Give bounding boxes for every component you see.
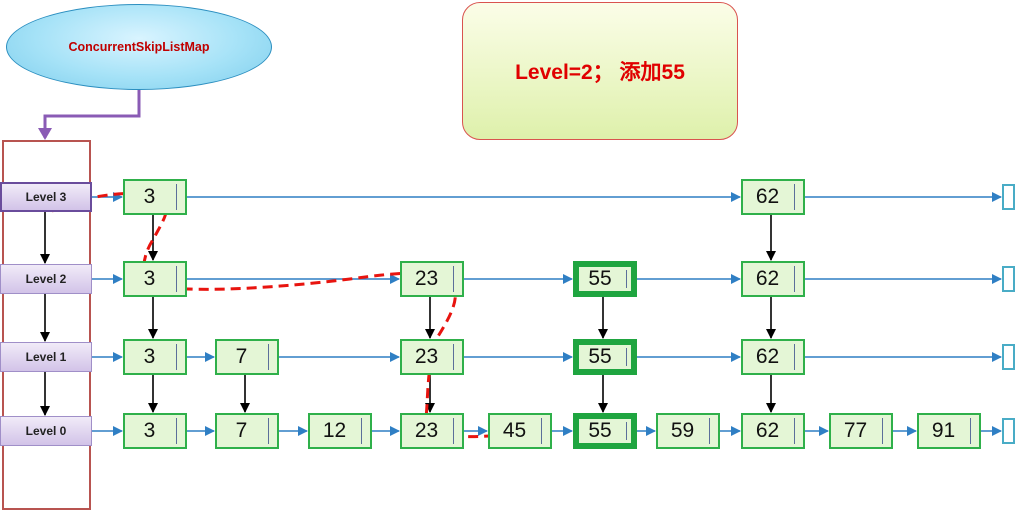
- node-next-pointer: [176, 184, 177, 210]
- node-next-pointer: [453, 344, 454, 370]
- map-title-ellipse: ConcurrentSkipListMap: [6, 4, 272, 90]
- node-next-pointer: [882, 418, 883, 444]
- caption-text: Level=2； 添加55: [515, 61, 685, 84]
- node-next-pointer: [970, 418, 971, 444]
- node-7-level-3: 7: [215, 413, 279, 449]
- node-value: 55: [588, 267, 612, 290]
- node-value: 12: [322, 419, 347, 442]
- node-value: 7: [235, 345, 248, 368]
- node-next-pointer: [794, 184, 795, 210]
- node-value: 55: [588, 419, 612, 442]
- node-23-level-3: 23: [400, 413, 464, 449]
- node-62-level-2: 62: [741, 339, 805, 375]
- node-value: 62: [755, 267, 780, 290]
- node-next-pointer: [626, 422, 627, 440]
- node-59-level-3: 59: [656, 413, 720, 449]
- node-next-pointer: [541, 418, 542, 444]
- node-45-level-3: 45: [488, 413, 552, 449]
- node-23-level-2: 23: [400, 339, 464, 375]
- node-7-level-2: 7: [215, 339, 279, 375]
- node-62-level-1: 62: [741, 261, 805, 297]
- node-next-pointer: [176, 344, 177, 370]
- level-head-1: Level 2: [0, 264, 92, 294]
- node-value: 77: [843, 419, 868, 442]
- node-value: 23: [414, 345, 439, 368]
- node-value: 23: [414, 419, 439, 442]
- node-value: 7: [235, 419, 248, 442]
- node-3-level-3: 3: [123, 413, 187, 449]
- level-head-2: Level 1: [0, 342, 92, 372]
- node-62-level-3: 62: [741, 413, 805, 449]
- node-55-level-3: 55: [573, 413, 637, 449]
- node-value: 3: [143, 419, 156, 442]
- node-3-level-0: 3: [123, 179, 187, 215]
- map-title: ConcurrentSkipListMap: [68, 40, 210, 54]
- title-pointer-arrow: [38, 90, 141, 140]
- tail-null-level-2: [1002, 344, 1015, 370]
- tail-null-level-3: [1002, 418, 1015, 444]
- node-next-pointer: [176, 418, 177, 444]
- head-index-column: [2, 140, 91, 510]
- node-value: 59: [670, 419, 695, 442]
- node-value: 23: [414, 267, 439, 290]
- caption-box: Level=2； 添加55: [462, 2, 738, 140]
- node-next-pointer: [794, 418, 795, 444]
- node-91-level-3: 91: [917, 413, 981, 449]
- node-next-pointer: [453, 418, 454, 444]
- node-value: 62: [755, 185, 780, 208]
- node-next-pointer: [268, 344, 269, 370]
- node-next-pointer: [626, 270, 627, 288]
- node-next-pointer: [268, 418, 269, 444]
- node-value: 45: [502, 419, 527, 442]
- node-62-level-0: 62: [741, 179, 805, 215]
- node-next-pointer: [794, 344, 795, 370]
- tail-null-level-1: [1002, 266, 1015, 292]
- level-head-0: Level 3: [0, 182, 92, 212]
- node-55-level-2: 55: [573, 339, 637, 375]
- node-next-pointer: [176, 266, 177, 292]
- level-head-3: Level 0: [0, 416, 92, 446]
- node-next-pointer: [794, 266, 795, 292]
- node-value: 62: [755, 345, 780, 368]
- node-12-level-3: 12: [308, 413, 372, 449]
- node-next-pointer: [709, 418, 710, 444]
- node-3-level-1: 3: [123, 261, 187, 297]
- node-23-level-1: 23: [400, 261, 464, 297]
- node-value: 55: [588, 345, 612, 368]
- search-path: [51, 191, 531, 439]
- node-77-level-3: 77: [829, 413, 893, 449]
- node-3-level-2: 3: [123, 339, 187, 375]
- node-next-pointer: [361, 418, 362, 444]
- node-next-pointer: [626, 348, 627, 366]
- node-next-pointer: [453, 266, 454, 292]
- node-55-level-1: 55: [573, 261, 637, 297]
- tail-null-level-0: [1002, 184, 1015, 210]
- node-value: 91: [931, 419, 956, 442]
- node-value: 3: [143, 345, 156, 368]
- node-value: 3: [143, 185, 156, 208]
- node-value: 3: [143, 267, 156, 290]
- node-value: 62: [755, 419, 780, 442]
